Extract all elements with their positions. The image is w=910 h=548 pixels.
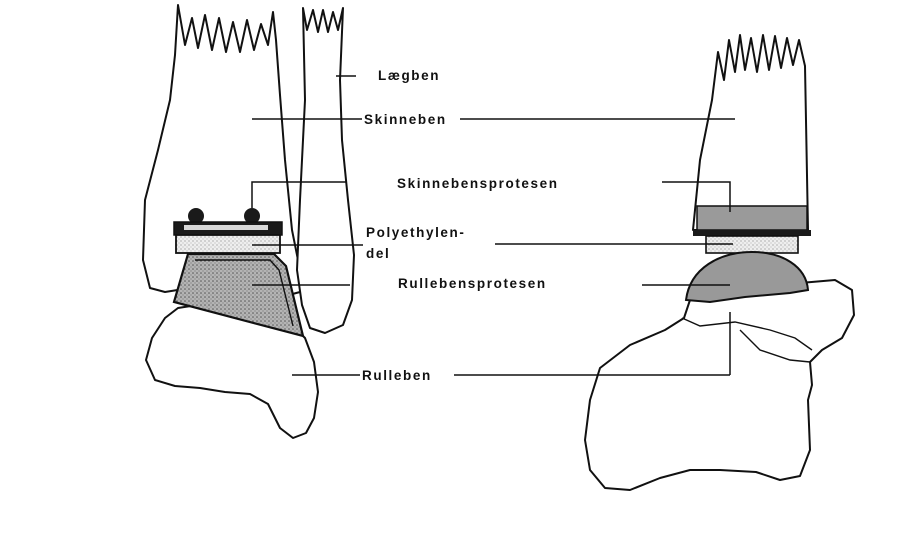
leader-skinnebensprotesen-right: [662, 181, 731, 212]
label-polyethylen-1: Polyethylen-: [366, 225, 465, 240]
tibial-peg-left: [188, 208, 204, 224]
right-tibia: [692, 34, 809, 231]
tibial-peg-right: [244, 208, 260, 224]
label-rullebensprotesen: Rullebensprotesen: [398, 276, 547, 291]
right-talus-calcaneus: [584, 279, 855, 491]
right-tibial-component: [696, 205, 808, 231]
left-polyethylene-insert: [175, 234, 281, 254]
label-skinneben: Skinneben: [364, 112, 447, 127]
label-laegben: Lægben: [378, 68, 440, 83]
left-fibula: [296, 7, 355, 334]
right-talar-component: [684, 250, 810, 304]
leader-skinnebensprotesen-left: [251, 181, 346, 208]
label-skinnebensprotesen: Skinnebensprotesen: [397, 176, 559, 191]
label-rulleben: Rulleben: [362, 368, 432, 383]
label-polyethylen-2: del: [366, 246, 390, 261]
left-talar-component: [172, 252, 305, 338]
